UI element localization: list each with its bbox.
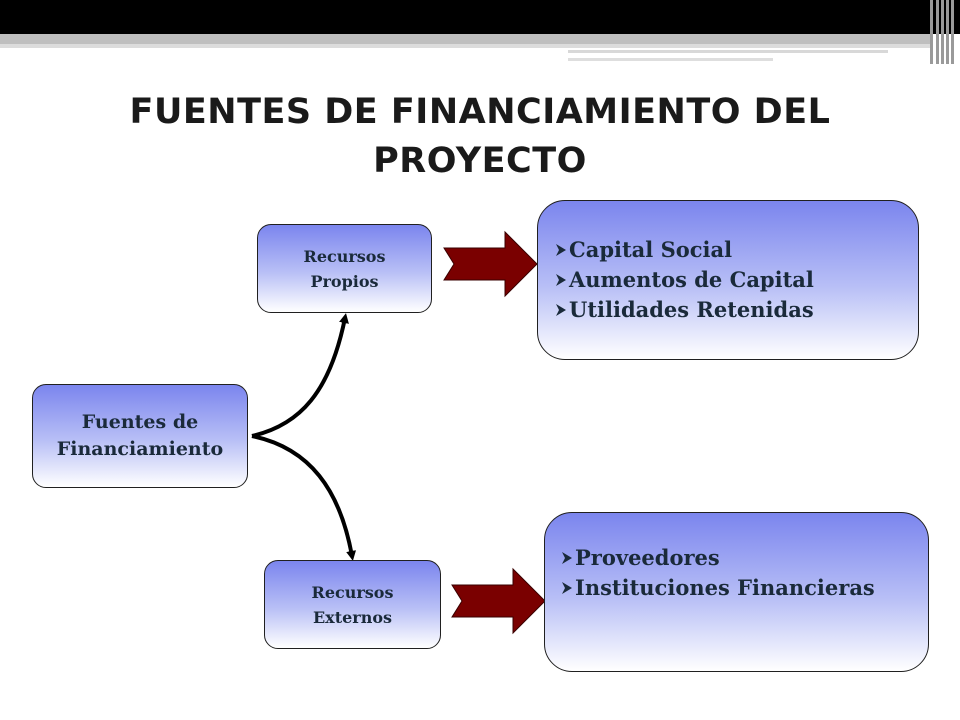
node-propios-line-2: Propios: [310, 271, 379, 291]
title-line-1: FUENTES DE FINANCIAMIENTO DEL: [129, 92, 831, 132]
connector-to-propios: [251, 313, 349, 438]
list-item-label: Instituciones Financieras: [575, 575, 875, 600]
list-propios: Capital Social Aumentos de Capital Utili…: [555, 235, 814, 325]
list-item-label: Proveedores: [575, 545, 720, 570]
block-arrow-propios: [443, 230, 538, 298]
list-item-label: Aumentos de Capital: [569, 267, 814, 292]
node-externos-line-2: Externos: [312, 607, 393, 627]
list-item: Capital Social: [555, 235, 814, 265]
block-arrow-externos: [451, 567, 546, 635]
header-black-bar: [0, 0, 960, 34]
page-title: FUENTES DE FINANCIAMIENTO DEL PROYECTO: [100, 88, 860, 186]
header-grey-bar: [0, 34, 930, 44]
node-recursos-externos: Recursos Externos: [264, 560, 441, 649]
arrowhead-bullet-icon: [556, 274, 566, 286]
list-item: Utilidades Retenidas: [555, 295, 814, 325]
node-recursos-propios: Recursos Propios: [257, 224, 432, 313]
list-externos: Proveedores Instituciones Financieras: [561, 543, 875, 603]
node-propios-line-1: Recursos: [303, 246, 386, 266]
list-item-label: Capital Social: [569, 237, 733, 262]
arrowhead-bullet-icon: [562, 552, 572, 564]
arrowhead-bullet-icon: [562, 582, 572, 594]
title-line-2: PROYECTO: [373, 141, 587, 181]
arrowhead-bullet-icon: [556, 244, 566, 256]
list-box-externos: Proveedores Instituciones Financieras: [544, 512, 929, 672]
list-item: Instituciones Financieras: [561, 573, 875, 603]
node-fuentes-financiamiento: Fuentes de Financiamiento: [32, 384, 248, 488]
header-accent-line: [568, 50, 888, 53]
node-fuentes-line-2: Financiamiento: [56, 438, 224, 460]
header-right-stripes: [928, 0, 960, 64]
list-item: Aumentos de Capital: [555, 265, 814, 295]
node-fuentes-line-1: Fuentes de: [81, 411, 199, 433]
arrowhead-bullet-icon: [556, 304, 566, 316]
connector-to-externos: [251, 434, 357, 561]
header-light-bar: [0, 44, 930, 48]
list-item: Proveedores: [561, 543, 875, 573]
list-item-label: Utilidades Retenidas: [569, 297, 814, 322]
list-box-propios: Capital Social Aumentos de Capital Utili…: [537, 200, 919, 360]
node-externos-line-1: Recursos: [311, 582, 394, 602]
header-accent-line-short: [568, 58, 773, 61]
